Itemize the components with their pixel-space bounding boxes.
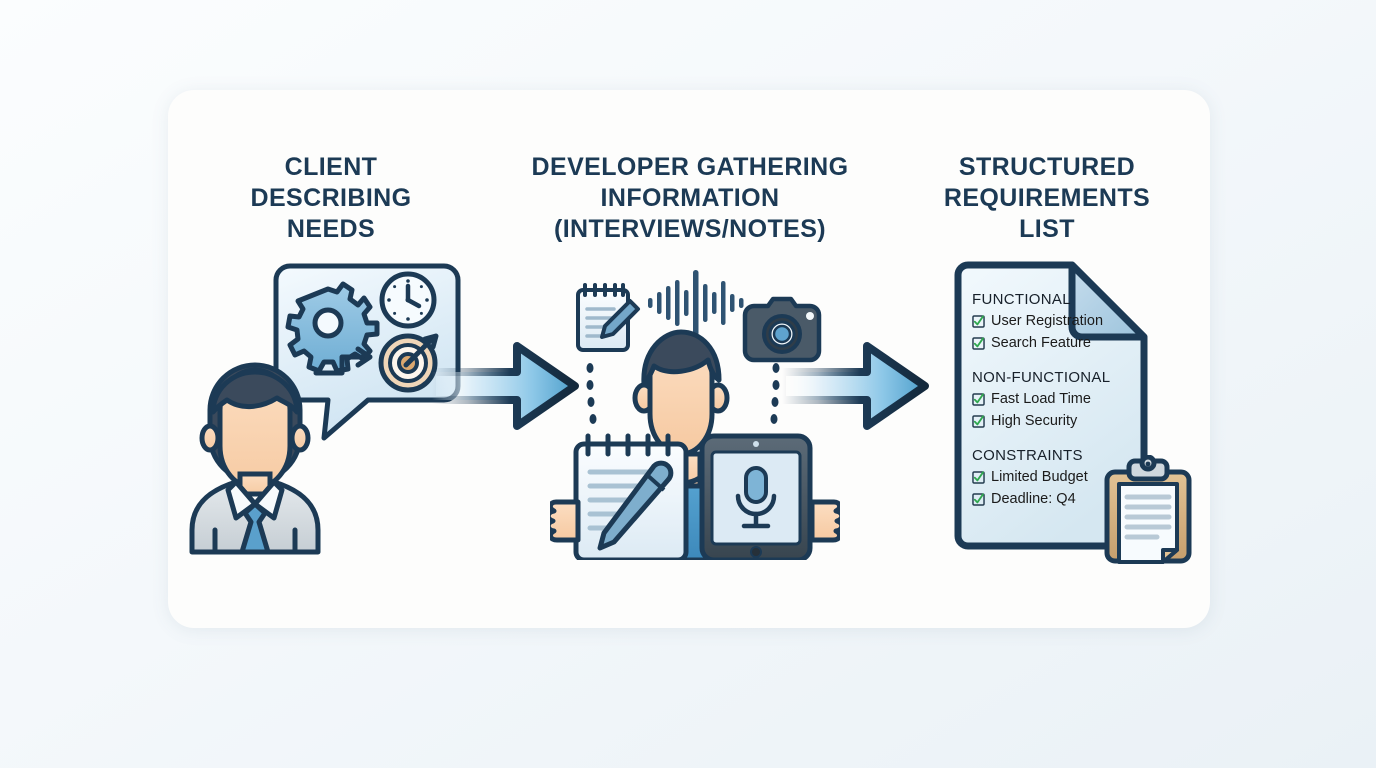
arrow-developer-to-requirements xyxy=(780,342,929,430)
section-heading-functional: FUNCTIONAL xyxy=(972,291,1071,308)
requirement-label: Fast Load Time xyxy=(991,391,1091,407)
notepad-pencil-icon xyxy=(576,283,640,352)
requirement-item: Fast Load Time xyxy=(972,389,1147,410)
arrow-client-to-developer xyxy=(430,342,579,430)
clock-icon xyxy=(379,271,437,329)
column-title-client: CLIENT DESCRIBING NEEDS xyxy=(250,153,412,243)
requirement-item: Deadline: Q4 xyxy=(972,489,1147,510)
gear-icon xyxy=(285,281,380,374)
requirement-label: High Security xyxy=(991,413,1078,429)
requirement-label: User Registration xyxy=(991,313,1104,329)
pen-icon xyxy=(597,460,674,551)
requirement-label: Deadline: Q4 xyxy=(991,491,1076,507)
clipboard-icon xyxy=(1104,455,1192,564)
developer-illustration xyxy=(550,270,840,560)
audio-waveform-icon xyxy=(648,270,744,336)
hand-right-icon xyxy=(809,499,840,543)
requirement-item: Search Feature xyxy=(972,333,1147,354)
checkbox-checked-icon xyxy=(972,315,985,328)
requirement-label: Search Feature xyxy=(991,335,1091,351)
arrow-right-icon xyxy=(313,346,373,376)
requirement-item: High Security xyxy=(972,411,1147,432)
target-icon xyxy=(378,333,439,393)
checkbox-checked-icon xyxy=(972,393,985,406)
section-heading-non-functional: NON-FUNCTIONAL xyxy=(972,369,1111,386)
requirement-item: User Registration xyxy=(972,311,1147,332)
camera-icon xyxy=(742,296,822,363)
column-title-developer: DEVELOPER GATHERING INFORMATION (INTERVI… xyxy=(531,153,849,243)
section-heading-constraints: CONSTRAINTS xyxy=(972,447,1083,464)
tablet-microphone-icon xyxy=(699,433,813,560)
column-title-requirements: STRUCTURED REQUIREMENTS LIST xyxy=(943,153,1151,243)
checkbox-checked-icon xyxy=(972,415,985,428)
dots-icon xyxy=(586,363,780,424)
checkbox-checked-icon xyxy=(972,471,985,484)
requirement-item: Limited Budget xyxy=(972,467,1147,488)
checkbox-checked-icon xyxy=(972,337,985,350)
requirements-document-icon xyxy=(954,261,1148,550)
hand-left-icon xyxy=(550,499,581,543)
requirement-label: Limited Budget xyxy=(991,469,1088,485)
client-illustration xyxy=(189,263,461,555)
person-icon xyxy=(189,362,321,555)
requirements-list: FUNCTIONAL User Registration Search Feat… xyxy=(972,289,1147,511)
checkbox-checked-icon xyxy=(972,493,985,506)
